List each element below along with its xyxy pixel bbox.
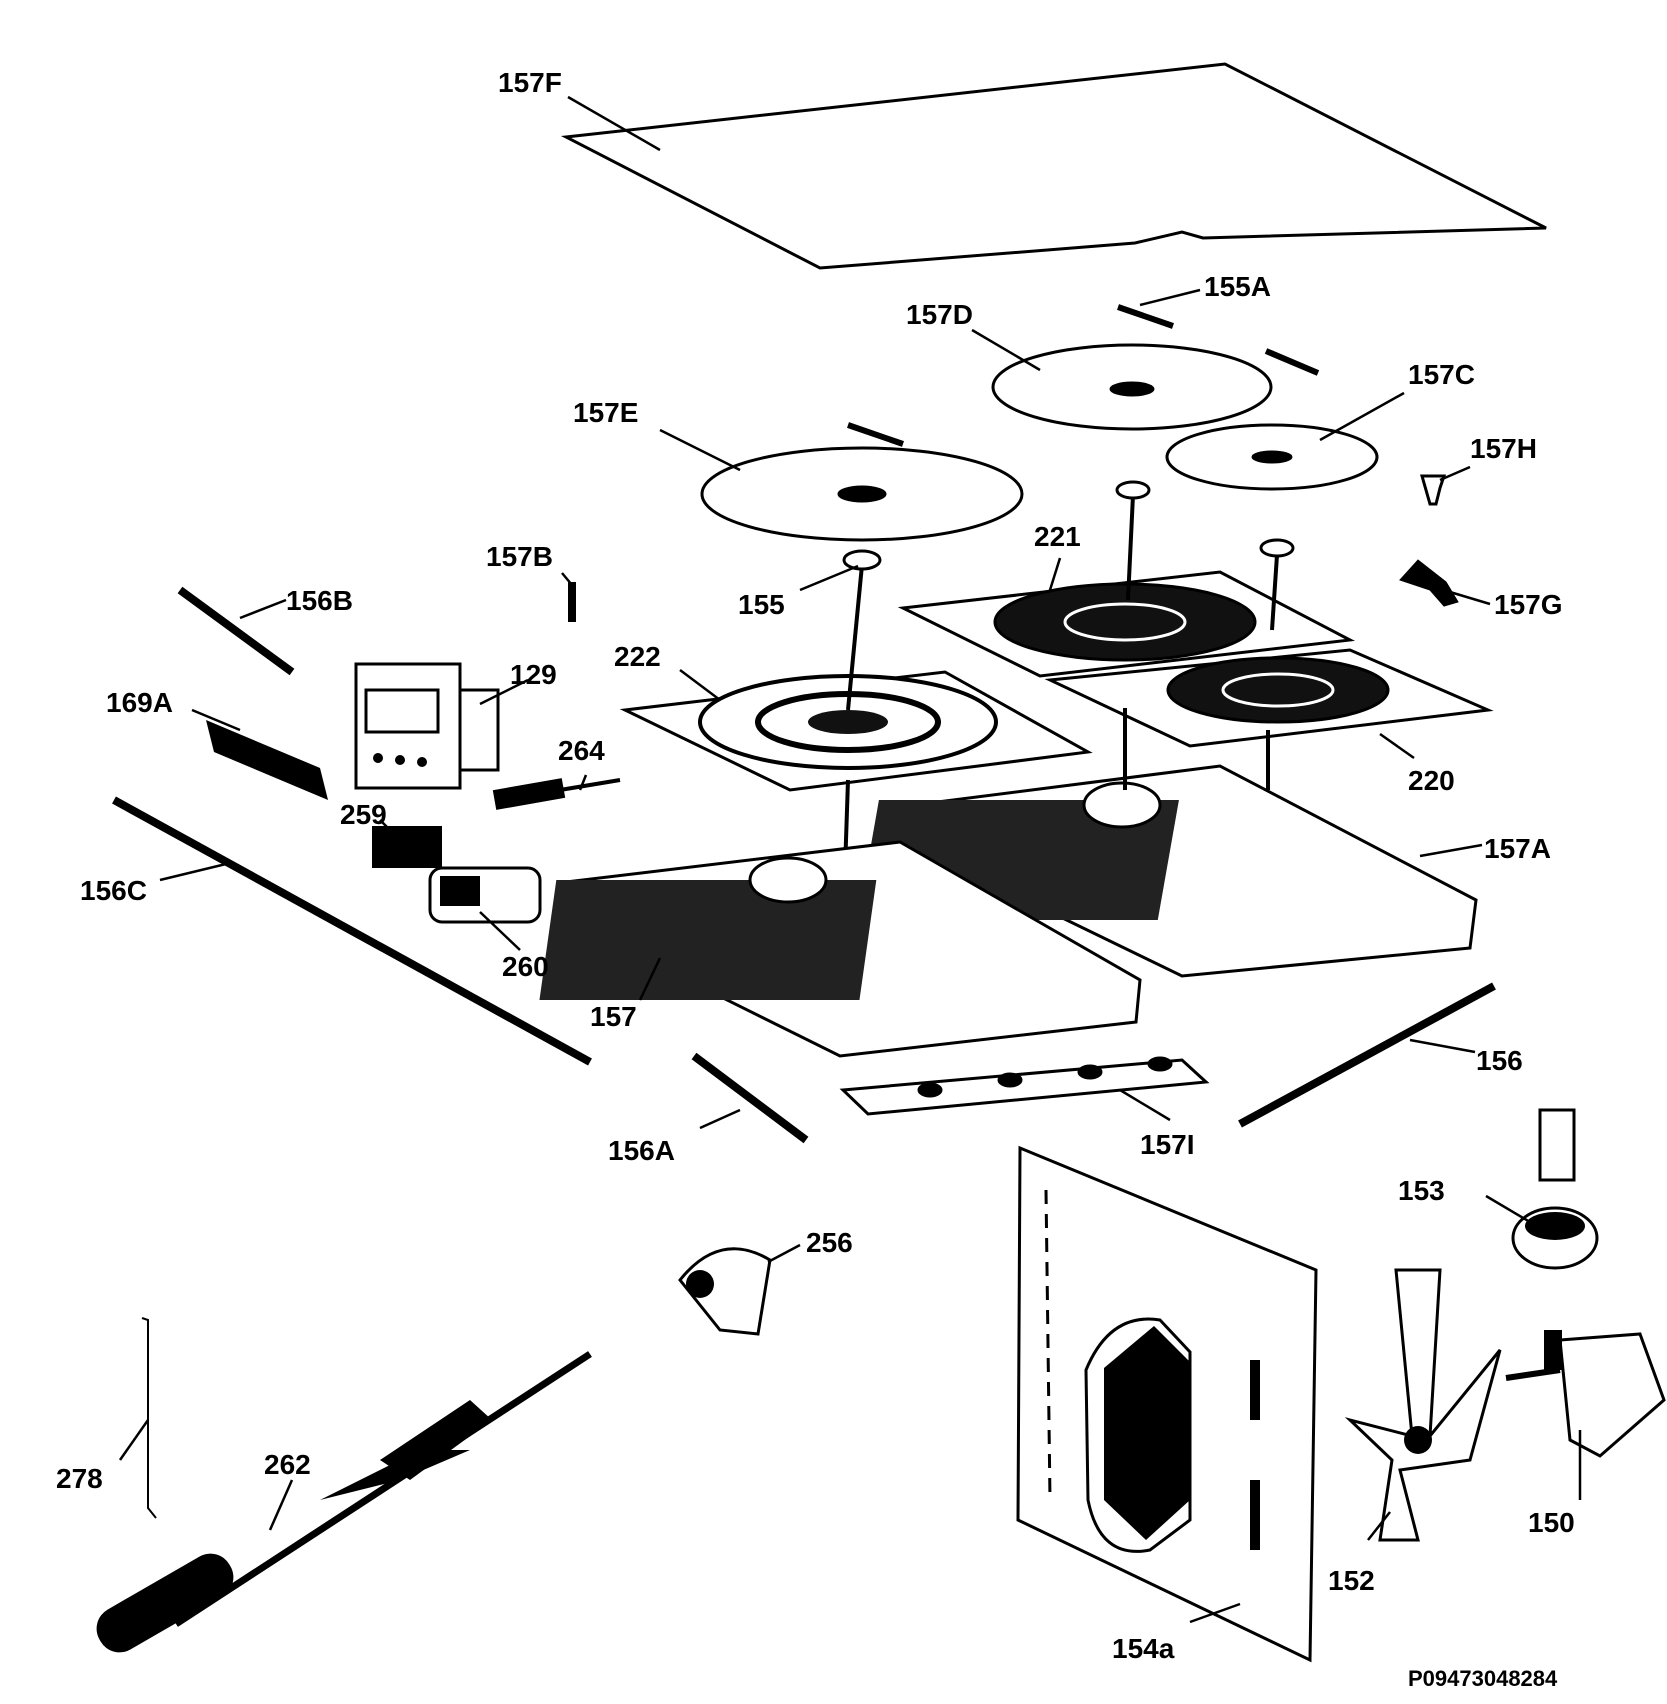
rotisserie-spit-262 — [96, 1351, 592, 1653]
label-256: 256 — [806, 1227, 853, 1258]
fan-motor-260 — [428, 866, 542, 924]
label-156c: 156C — [80, 875, 147, 906]
label-157h: 157H — [1470, 433, 1537, 464]
label-150: 150 — [1528, 1507, 1575, 1538]
insulation-disc-157c — [1165, 423, 1379, 491]
label-157g: 157G — [1494, 589, 1563, 620]
rear-panel-154a — [1016, 1145, 1318, 1663]
label-222: 222 — [614, 641, 661, 672]
label-157f: 157F — [498, 67, 562, 98]
thermostat-153 — [1511, 1108, 1599, 1270]
glass-top-plate — [560, 62, 1547, 270]
cover-strip-157i — [839, 1056, 1210, 1116]
label-156: 156 — [1476, 1045, 1523, 1076]
label-153: 153 — [1398, 1175, 1445, 1206]
induction-coil-222 — [619, 549, 1093, 871]
label-278: 278 — [56, 1463, 103, 1494]
label-259: 259 — [340, 799, 387, 830]
label-157d: 157D — [906, 299, 973, 330]
fan-blade-152 — [1344, 1268, 1502, 1542]
leader-lines — [118, 95, 1582, 1624]
callout-labels: 157F 155A 157D 157C 157E 157H 221 157B 1… — [56, 67, 1575, 1691]
terminal-block-169a — [206, 720, 328, 800]
clip-155a — [847, 304, 1320, 447]
switch-259 — [372, 826, 442, 868]
label-157b: 157B — [486, 541, 553, 572]
label-152: 152 — [1328, 1565, 1375, 1596]
fan-motor-150 — [1505, 1330, 1666, 1458]
label-154a: 154a — [1112, 1633, 1175, 1664]
insulation-disc-157d — [991, 343, 1273, 431]
label-264: 264 — [558, 735, 605, 766]
rod-156 — [1238, 982, 1496, 1128]
drawing-code: P09473048284 — [1408, 1666, 1558, 1691]
label-155: 155 — [738, 589, 785, 620]
rod-278 — [141, 1317, 157, 1519]
induction-coil-220 — [1044, 648, 1494, 748]
label-169a: 169A — [106, 687, 173, 718]
label-260: 260 — [502, 951, 549, 982]
label-155a: 155A — [1204, 271, 1271, 302]
timer-module-129 — [354, 662, 500, 790]
generator-board-157 — [539, 840, 1142, 1058]
rod-156a — [691, 1052, 809, 1144]
label-220: 220 — [1408, 765, 1455, 796]
induction-coil-221 — [897, 480, 1356, 678]
label-129: 129 — [510, 659, 557, 690]
label-157e: 157E — [573, 397, 638, 428]
label-156a: 156A — [608, 1135, 675, 1166]
insulation-disc-157e — [700, 446, 1024, 542]
label-157c: 157C — [1408, 359, 1475, 390]
label-157: 157 — [590, 1001, 637, 1032]
label-157a: 157A — [1484, 833, 1551, 864]
label-262: 262 — [264, 1449, 311, 1480]
lamp-holder-256 — [678, 1247, 772, 1336]
label-157i: 157I — [1140, 1129, 1195, 1160]
label-221: 221 — [1034, 521, 1081, 552]
rod-156b — [177, 586, 295, 676]
screw-157b — [568, 582, 576, 622]
label-156b: 156B — [286, 585, 353, 616]
rod-156c — [112, 796, 592, 1066]
clip-157g — [1399, 559, 1459, 607]
screw-157h — [1420, 474, 1447, 506]
connector-264 — [492, 778, 621, 810]
